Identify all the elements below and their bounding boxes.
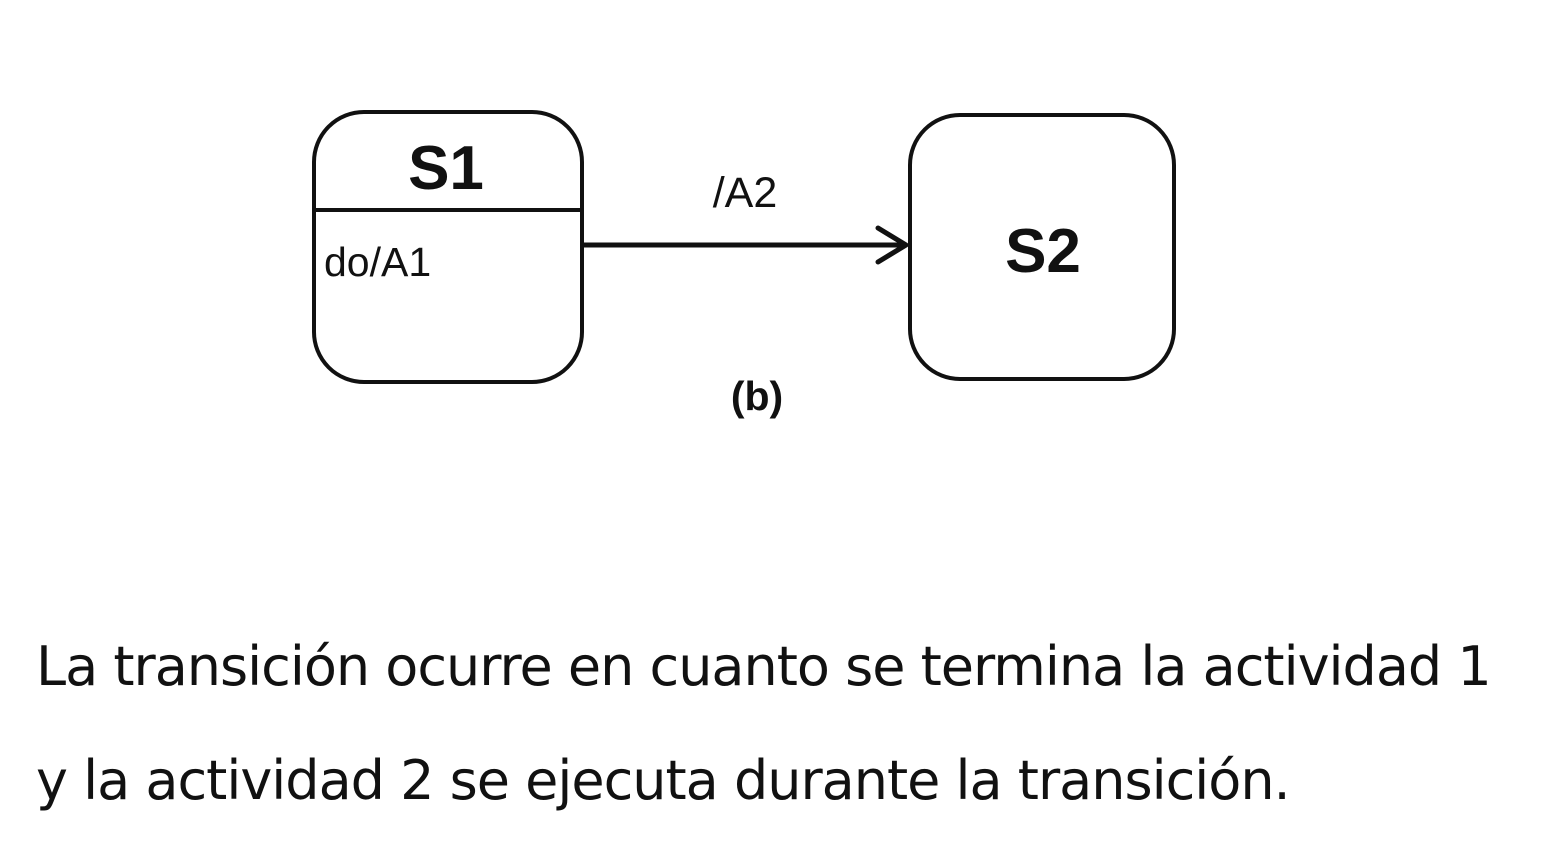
state-s2-box (908, 113, 1176, 381)
state-s1-activity: do/A1 (324, 239, 431, 285)
transition-arrow: /A2 (584, 169, 909, 265)
state-s1: S1 do/A1 (312, 110, 584, 384)
state-s2: S2 (908, 113, 1176, 381)
arrow-head-icon (875, 225, 909, 265)
explanation-paragraph: La transición ocurre en cuanto se termin… (36, 635, 1492, 812)
state-s1-box (312, 110, 584, 384)
transition-label: /A2 (713, 169, 778, 217)
state-s1-name: S1 (408, 134, 484, 203)
state-s2-name: S2 (1005, 217, 1081, 286)
state-diagram: S1 do/A1 /A2 S2 (b) (312, 110, 1176, 419)
diagram-caption: (b) (731, 373, 783, 419)
